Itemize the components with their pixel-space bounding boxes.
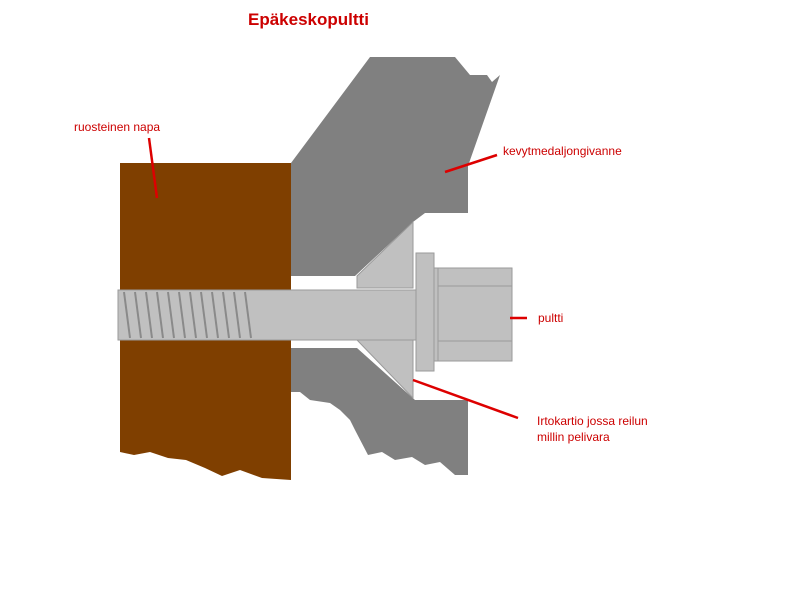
label-loose-cone-line2: millin pelivara [537, 430, 610, 444]
alloy-rim-upper [291, 57, 500, 276]
label-rusty-hub: ruosteinen napa [74, 120, 160, 134]
label-loose-cone-line1: Irtokartio jossa reilun [537, 414, 648, 428]
label-bolt: pultti [538, 311, 563, 325]
bolt-washer [415, 252, 435, 372]
bolt-head [433, 267, 513, 362]
leader-rim [444, 153, 498, 174]
leader-hub [147, 137, 159, 199]
alloy-rim-lower [291, 348, 468, 475]
loose-cone-upper [356, 220, 414, 289]
label-alloy-rim: kevytmedaljongivanne [503, 144, 622, 158]
leader-cone [412, 378, 519, 420]
bolt-thread [123, 291, 252, 339]
diagram-title: Epäkeskopultti [248, 10, 369, 29]
